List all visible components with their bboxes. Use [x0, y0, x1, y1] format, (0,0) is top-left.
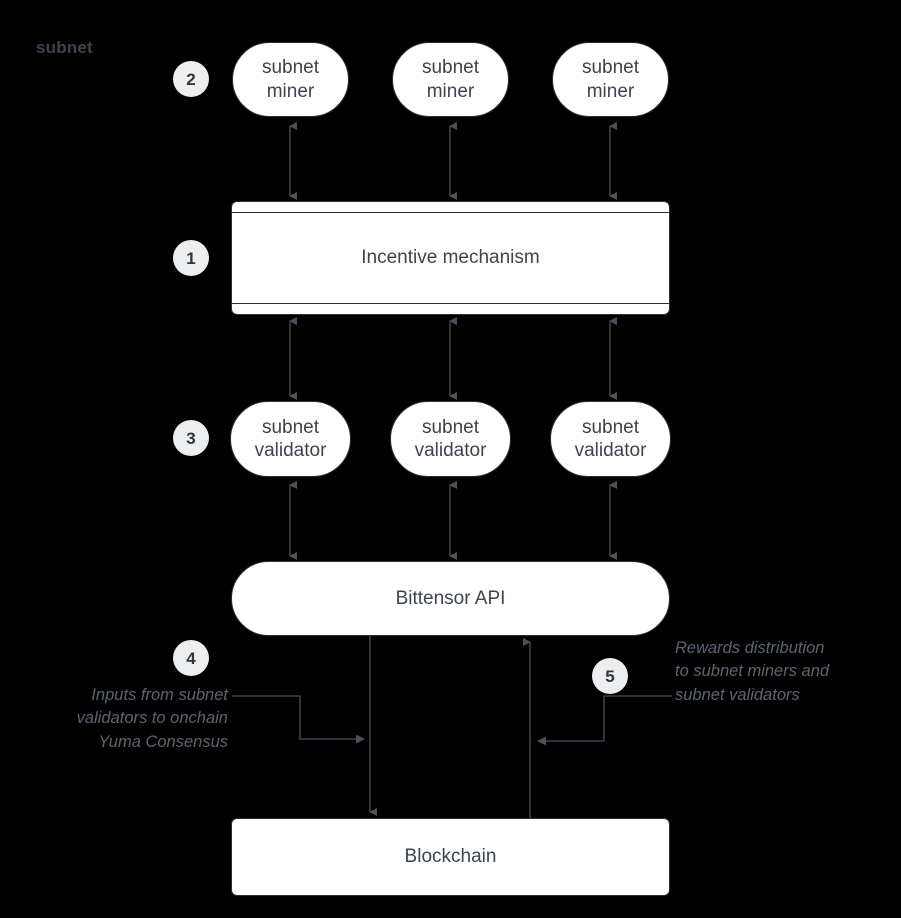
badge-1: 1 [173, 240, 209, 276]
subnet-miner-2[interactable]: subnet miner [392, 42, 509, 117]
blockchain-box[interactable]: Blockchain [231, 818, 670, 896]
subnet-validator-2[interactable]: subnet validator [390, 401, 511, 477]
bittensor-api-box[interactable]: Bittensor API [231, 561, 670, 636]
subnet-validator-3[interactable]: subnet validator [550, 401, 671, 477]
subnet-section-label: subnet [36, 38, 93, 57]
badge-5-number: 5 [605, 666, 615, 686]
badge-4: 4 [173, 640, 209, 676]
badge-2-number: 2 [186, 69, 196, 89]
badge-5: 5 [592, 658, 628, 694]
subnet-miner-1[interactable]: subnet miner [232, 42, 349, 117]
inputs-caption: Inputs from subnet validators to onchain… [76, 686, 228, 751]
badge-1-number: 1 [186, 248, 196, 268]
badge-3-number: 3 [186, 428, 196, 448]
subnet-validator-1[interactable]: subnet validator [230, 401, 351, 477]
badge-3: 3 [173, 420, 209, 456]
subnet-miner-3[interactable]: subnet miner [552, 42, 669, 117]
badge-2: 2 [173, 61, 209, 97]
badge-4-number: 4 [186, 648, 196, 668]
rewards-caption: Rewards distribution to subnet miners an… [675, 639, 830, 704]
incentive-mechanism-box[interactable]: Incentive mechanism [231, 201, 670, 315]
